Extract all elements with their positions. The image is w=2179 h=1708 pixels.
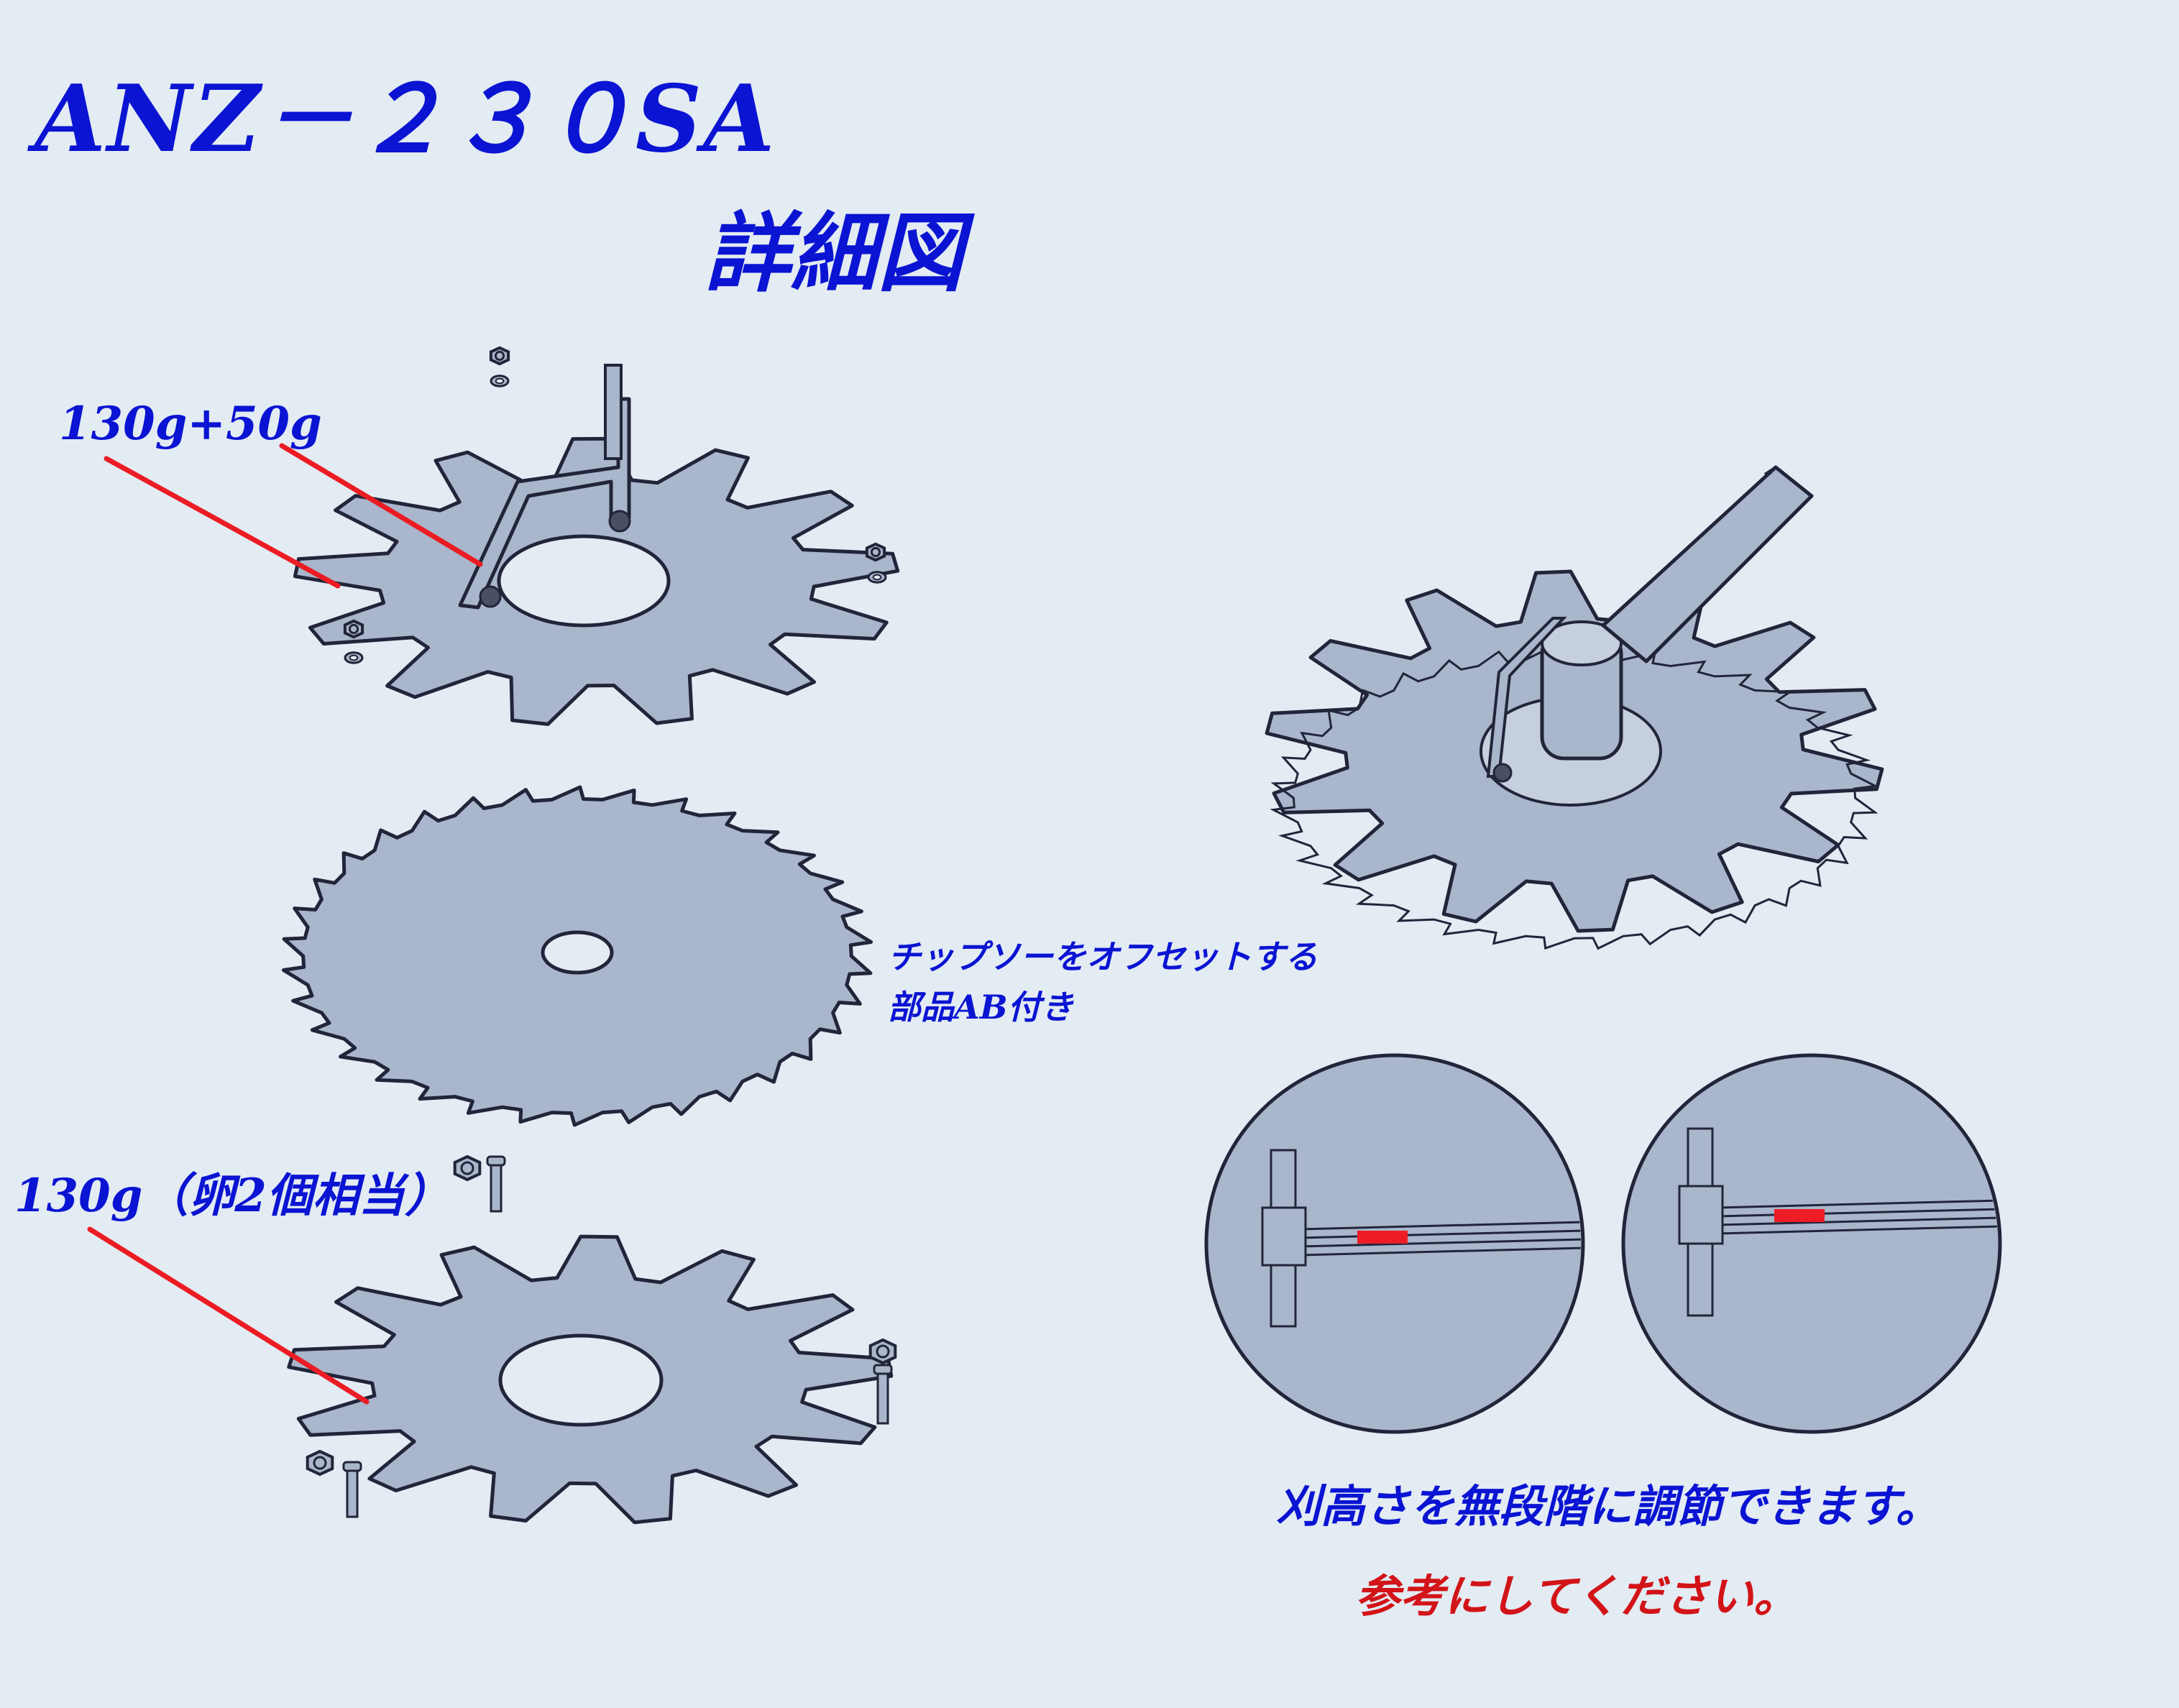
height-detail-low [1204,1053,1585,1434]
nut-body [489,346,510,366]
saw-note-line-1: チップソーをオフセットする [888,937,1318,976]
nut-stack [1678,1185,1724,1245]
nut-body [343,619,364,639]
nut-body [306,1449,334,1477]
nut-hole [494,350,505,362]
assembled-bracket-bolt [1492,763,1513,783]
bolt-icon [486,1155,506,1213]
detail-circle-body [1621,1053,2002,1434]
washer-icon [490,375,510,387]
washer-hole [872,574,882,581]
bolt-icon [873,1364,893,1425]
nut-icon [306,1449,334,1477]
page-title: ANZ－２３０SA [35,65,776,173]
plate-line [1299,1221,1581,1231]
bottom-disc-leader-line [87,1226,370,1405]
top-disc-weight-label: 130g+50g [59,397,322,451]
nut-icon [489,346,510,366]
nut-stack [1261,1206,1307,1267]
bottom-disc-center-hole [498,1333,664,1427]
height-indicator [1774,1209,1825,1222]
top-disc-leader-line-1 [279,443,483,567]
nut-hole [313,1456,327,1470]
nut-icon [865,542,886,562]
plate-line [1716,1216,1998,1226]
plate-line [1716,1225,1998,1235]
top-bracket-bolt [608,510,631,533]
bolt-shaft [346,1465,359,1518]
page-subtitle: 詳細図 [705,203,963,304]
washer-icon [344,651,364,664]
bolt-head [873,1364,893,1375]
nut-icon [453,1154,482,1182]
assembled-saw-edge [1270,646,1879,950]
saw-note-line-2: 部品AB付き [888,988,1074,1027]
nut-hole [876,1344,890,1359]
nut-icon [343,619,364,639]
bolt-shaft [490,1160,503,1213]
bolt-icon [342,1461,362,1518]
reference-note: 参考にしてください。 [1355,1570,1799,1622]
bolt-head [342,1461,362,1472]
bottom-disc-weight-label: 130g（卵2個相当） [14,1169,451,1223]
nut-body [453,1154,482,1182]
detail-inner [1261,1149,1581,1328]
plate-line [1716,1199,1998,1209]
chip-saw-center-hole [541,930,614,975]
nut-hole [348,623,359,635]
adjust-caption: 刈高さを無段階に調節できます。 [1276,1480,1940,1533]
assembled-bracket [1486,617,1567,778]
bolt-shaft [876,1368,889,1425]
top-bracket-bolt [479,585,502,608]
height-detail-high [1621,1053,2002,1434]
plate-line [1716,1208,1998,1218]
plate-line [1299,1229,1581,1239]
nut-body [865,542,886,562]
bolt-head [486,1155,506,1167]
nut-hole [460,1161,474,1175]
shaft-tube-end [1763,465,1814,508]
top-disc-center-hole [497,534,671,628]
detail-inner [1678,1127,1998,1317]
washer-icon [867,571,887,584]
nut-body [868,1338,897,1365]
top-bracket-post [604,364,623,460]
nut-icon [868,1338,897,1365]
plate-line [1299,1238,1581,1248]
height-indicator [1357,1231,1408,1244]
washer-hole [349,654,359,661]
nut-hole [870,546,881,558]
top-disc-leader-line-2 [104,456,341,589]
washer-hole [495,377,505,385]
assembled-hub-top [1541,620,1623,666]
plate-line [1299,1246,1581,1257]
